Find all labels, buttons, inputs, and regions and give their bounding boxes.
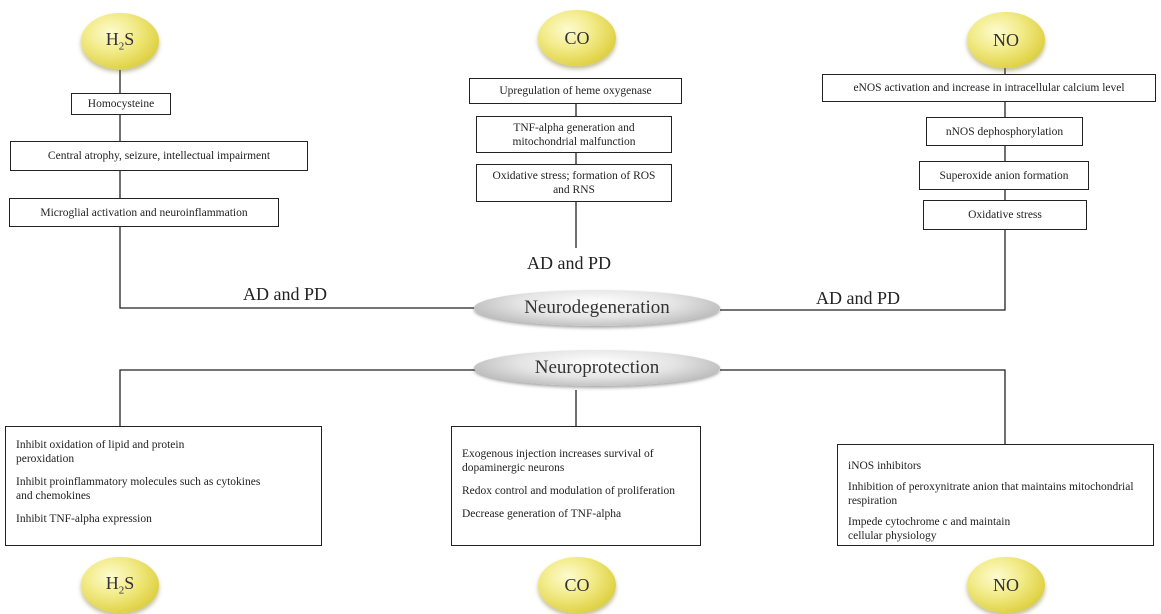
h2s-protection-item: Inhibit proinflammatory molecules such a… [16,476,261,502]
co-protection-item: Redox control and modulation of prolifer… [462,485,676,497]
co-ad-pd-label: AD and PD [527,253,611,273]
h2s-bottom-node: H2S [81,557,159,613]
co-bottom-node: CO [538,557,616,613]
co-step-heme-oxygenase: Upregulation of heme oxygenase [469,78,682,104]
no-step-enos: eNOS activation and increase in intracel… [822,74,1156,102]
h2s-protection-item: Inhibit oxidation of lipid and protein p… [16,439,185,465]
h2s-protection-item: Inhibit TNF-alpha expression [16,513,152,525]
no-top-node: NO [967,12,1045,68]
no-bottom-node: NO [967,557,1045,613]
neurodegeneration-node: Neurodegeneration [474,290,720,326]
no-step-oxidative-stress: Oxidative stress [923,200,1087,230]
co-protection-box: Exogenous injection increases survival o… [451,426,701,546]
h2s-bottom-label: H2S [105,573,135,597]
no-step-superoxide: Superoxide anion formation [919,161,1089,190]
h2s-step-central-atrophy: Central atrophy, seizure, intellectual i… [10,141,308,171]
h2s-protection-box: Inhibit oxidation of lipid and protein p… [5,426,322,546]
h2s-step-microglial: Microglial activation and neuroinflammat… [9,198,279,227]
no-protection-item: Inhibition of peroxynitrate anion that m… [848,481,1134,507]
h2s-top-node: H2S [81,13,159,69]
co-step-tnf-alpha: TNF-alpha generation and mitochondrial m… [476,116,672,153]
no-protection-item: iNOS inhibitors [848,460,922,472]
neuroprotection-node: Neuroprotection [474,350,720,386]
no-ad-pd-label: AD and PD [816,288,900,308]
co-protection-item: Decrease generation of TNF-alpha [462,508,622,520]
co-protection-item: Exogenous injection increases survival o… [462,448,654,474]
h2s-step-homocysteine: Homocysteine [71,93,171,115]
no-step-nnos: nNOS dephosphorylation [926,117,1083,146]
no-protection-item: Impede cytochrome c and maintain cellula… [848,516,1011,542]
h2s-top-label: H2S [105,29,135,53]
co-top-node: CO [538,10,616,66]
h2s-ad-pd-label: AD and PD [243,284,327,304]
co-step-oxidative-stress: Oxidative stress; formation of ROS and R… [476,164,672,202]
no-protection-box: iNOS inhibitors Inhibition of peroxynitr… [837,444,1154,546]
